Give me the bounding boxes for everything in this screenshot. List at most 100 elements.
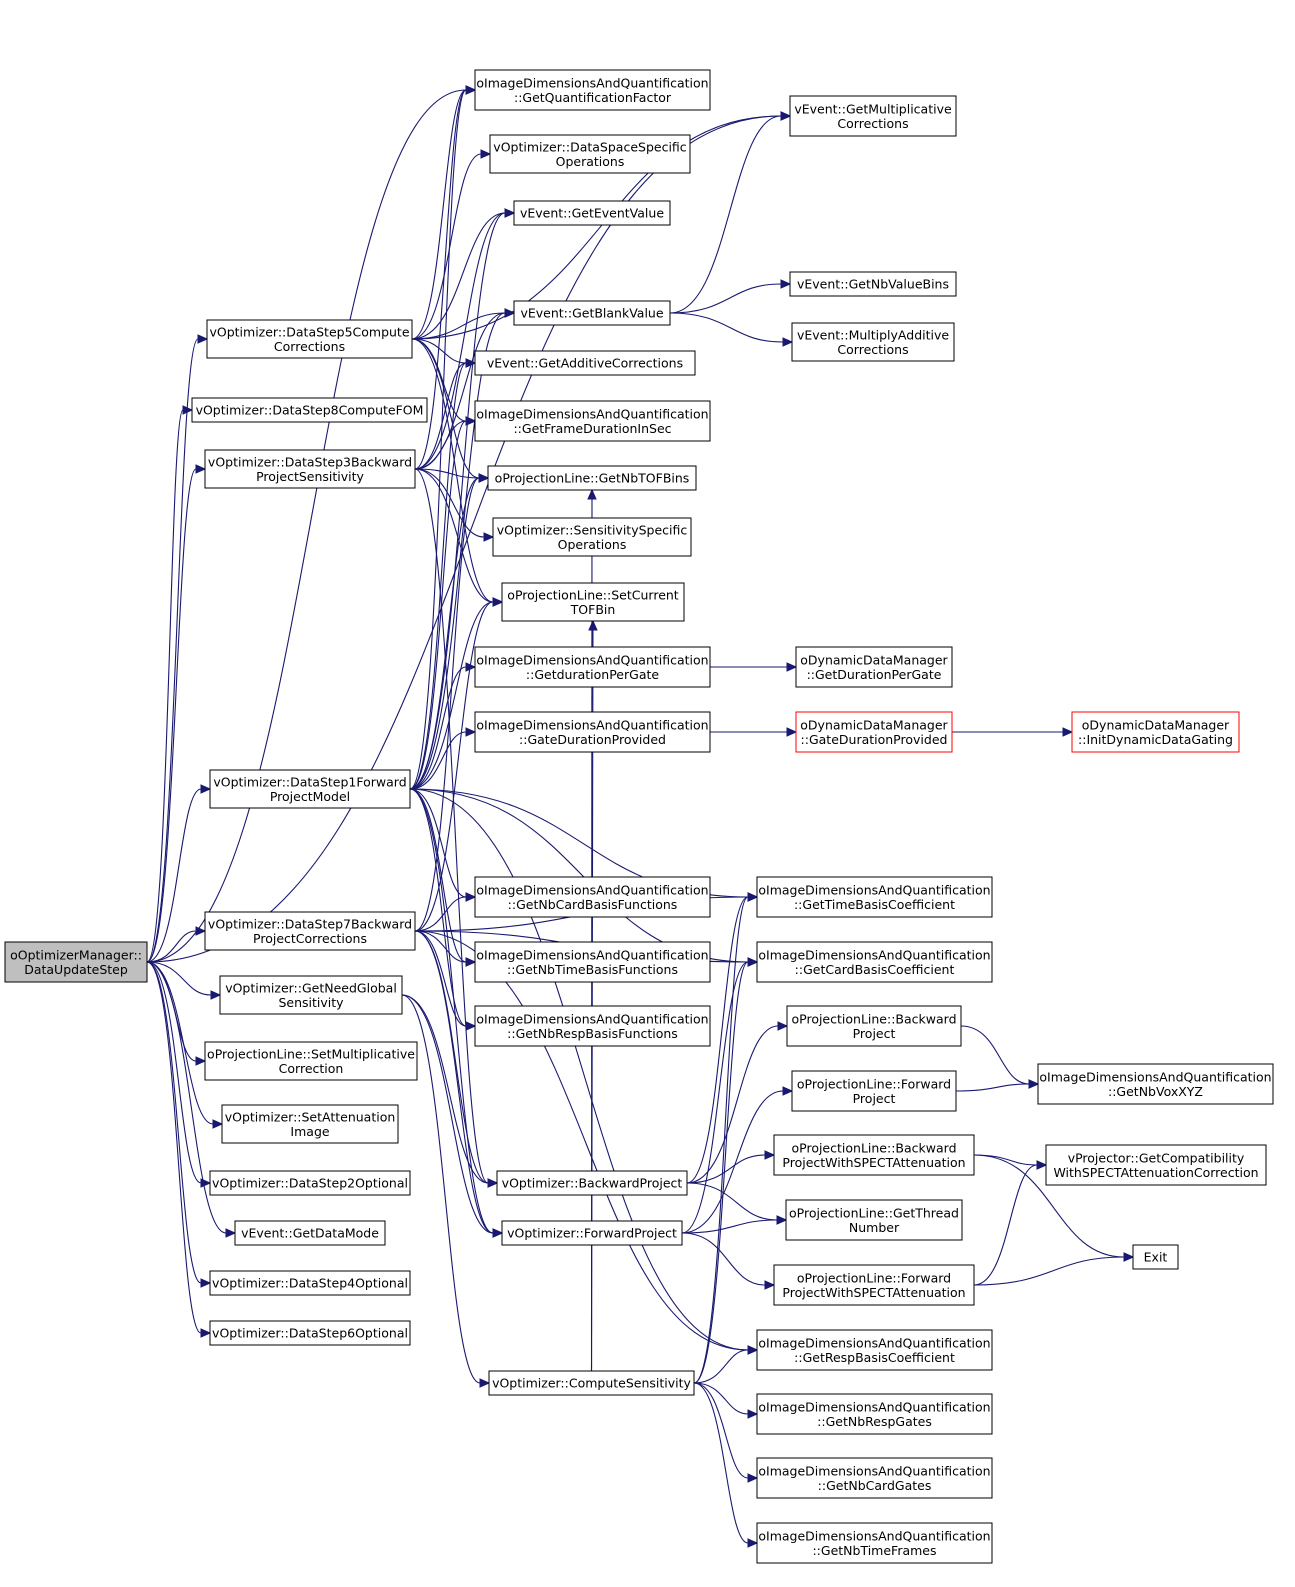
- node-label-line: ::GateDurationProvided: [801, 732, 948, 747]
- edge-fp-to-gtn: [681, 1215, 788, 1234]
- node-box: [1037, 1063, 1274, 1105]
- node-gtof[interactable]: oProjectionLine::GetNbTOFBins: [487, 465, 697, 491]
- node-gncb[interactable]: oImageDimensionsAndQuantification::GetNb…: [474, 876, 711, 918]
- node-gntf[interactable]: oImageDimensionsAndQuantification::GetNb…: [756, 1522, 993, 1564]
- node-label-line: vEvent::GetMultiplicative: [794, 101, 952, 116]
- node-ds6[interactable]: vOptimizer::DataStep6Optional: [209, 1320, 411, 1346]
- node-ds4[interactable]: vOptimizer::DataStep4Optional: [209, 1270, 411, 1296]
- node-gdm[interactable]: vEvent::GetDataMode: [234, 1220, 386, 1246]
- arrow-head-icon: [465, 85, 477, 95]
- node-gncg[interactable]: oImageDimensionsAndQuantification::GetNb…: [756, 1457, 993, 1499]
- arrow-head-icon: [747, 892, 759, 902]
- node-box: [474, 876, 711, 918]
- node-label-line: ProjectWithSPECTAttenuation: [782, 1285, 965, 1300]
- node-label-line: vOptimizer::DataStep5Compute: [209, 324, 409, 339]
- node-label-line: Corrections: [837, 116, 908, 131]
- edge-root-to-ds5: [146, 334, 209, 963]
- arrow-head-icon: [465, 727, 477, 737]
- node-gnrg[interactable]: oImageDimensionsAndQuantification::GetNb…: [756, 1393, 993, 1435]
- edge-gbv-to-gnvb: [669, 279, 792, 314]
- node-gnvb[interactable]: vEvent::GetNbValueBins: [789, 271, 957, 297]
- edge-ds1-to-gev: [409, 208, 516, 790]
- node-gdp[interactable]: oImageDimensionsAndQuantification::GateD…: [474, 711, 711, 753]
- node-gqf[interactable]: oImageDimensionsAndQuantification::GetQu…: [474, 69, 711, 111]
- node-gtbc[interactable]: oImageDimensionsAndQuantification::GetTi…: [756, 876, 993, 918]
- edge-ds3-to-bp: [414, 468, 499, 1188]
- node-gbv[interactable]: vEvent::GetBlankValue: [513, 300, 671, 326]
- node-ddm_gdpg[interactable]: oDynamicDataManager::GetDurationPerGate: [795, 646, 953, 688]
- edge-root-to-smc: [146, 961, 207, 1066]
- node-plbps[interactable]: oProjectionLine::BackwardProjectWithSPEC…: [773, 1134, 975, 1176]
- node-label-line: vProjector::GetCompatibility: [1068, 1150, 1245, 1165]
- arrow-head-icon: [780, 279, 792, 289]
- node-box: [785, 1199, 963, 1241]
- edges-layer: [146, 85, 1135, 1548]
- node-gev[interactable]: vEvent::GetEventValue: [513, 200, 671, 226]
- node-gfd[interactable]: oImageDimensionsAndQuantification::GetFr…: [474, 400, 711, 442]
- edge-root-to-ds2: [146, 961, 212, 1188]
- node-gnvx[interactable]: oImageDimensionsAndQuantification::GetNb…: [1037, 1063, 1274, 1105]
- node-ds7[interactable]: vOptimizer::DataStep7BackwardProjectCorr…: [204, 911, 416, 951]
- node-label-line: ::GateDurationProvided: [519, 732, 666, 747]
- node-label-line: oProjectionLine::SetMultiplicative: [207, 1046, 415, 1061]
- node-bp[interactable]: vOptimizer::BackwardProject: [496, 1170, 688, 1196]
- node-label-line: oProjectionLine::Forward: [797, 1076, 951, 1091]
- node-gnrb[interactable]: oImageDimensionsAndQuantification::GetNb…: [474, 1005, 711, 1047]
- node-ds2[interactable]: vOptimizer::DataStep2Optional: [209, 1170, 411, 1196]
- arrow-head-icon: [479, 1378, 491, 1388]
- node-sso[interactable]: vOptimizer::SensitivitySpecificOperation…: [492, 517, 692, 557]
- edge-root-to-sai: [146, 961, 224, 1129]
- node-plfp[interactable]: oProjectionLine::ForwardProject: [791, 1070, 957, 1112]
- node-fp[interactable]: vOptimizer::ForwardProject: [501, 1220, 683, 1246]
- node-label-line: TOFBin: [570, 602, 616, 617]
- node-box: [204, 449, 416, 489]
- arrow-head-icon: [747, 957, 759, 967]
- node-label-line: ::GetNbVoxXYZ: [1108, 1084, 1203, 1099]
- node-ddm_gdp[interactable]: oDynamicDataManager::GateDurationProvide…: [795, 711, 953, 753]
- node-box: [756, 1329, 993, 1371]
- edge-gng-to-fp: [401, 994, 504, 1238]
- node-box: [501, 582, 685, 622]
- node-gcbc[interactable]: oImageDimensionsAndQuantification::GetCa…: [756, 941, 993, 983]
- node-box: [206, 319, 413, 359]
- edge-ddm_gdp-to-ddm_init: [952, 727, 1074, 737]
- node-box: [773, 1134, 975, 1176]
- arrow-head-icon: [764, 1150, 776, 1160]
- node-ds3[interactable]: vOptimizer::DataStep3BackwardProjectSens…: [204, 449, 416, 489]
- arrow-head-icon: [487, 1178, 499, 1188]
- edge-fp-to-plfps: [681, 1232, 776, 1290]
- node-label-line: vOptimizer::SensitivitySpecific: [497, 522, 688, 537]
- node-plbp[interactable]: oProjectionLine::BackwardProject: [786, 1005, 962, 1047]
- node-ddm_init[interactable]: oDynamicDataManager::InitDynamicDataGati…: [1071, 711, 1240, 753]
- node-box: [1045, 1144, 1267, 1186]
- node-box: [513, 300, 671, 326]
- edge-gdp-to-ddm_gdp: [710, 727, 798, 737]
- node-ds8[interactable]: vOptimizer::DataStep8ComputeFOM: [191, 397, 428, 423]
- node-box: [756, 876, 993, 918]
- arrow-head-icon: [465, 892, 477, 902]
- arrow-head-icon: [786, 662, 798, 672]
- node-plfps[interactable]: oProjectionLine::ForwardProjectWithSPECT…: [773, 1264, 975, 1306]
- node-label-line: oImageDimensionsAndQuantification: [476, 882, 708, 897]
- node-gdpg[interactable]: oImageDimensionsAndQuantification::Getdu…: [474, 646, 711, 688]
- node-gntb[interactable]: oImageDimensionsAndQuantification::GetNb…: [474, 941, 711, 983]
- node-gac[interactable]: vEvent::GetAdditiveCorrections: [474, 350, 696, 376]
- edge-cs-to-gncg: [693, 1382, 759, 1483]
- node-label-line: oImageDimensionsAndQuantification: [476, 406, 708, 421]
- node-gcsa[interactable]: vProjector::GetCompatibilityWithSPECTAtt…: [1045, 1144, 1267, 1186]
- node-grbc[interactable]: oImageDimensionsAndQuantification::GetRe…: [756, 1329, 993, 1371]
- node-cs[interactable]: vOptimizer::ComputeSensitivity: [488, 1370, 695, 1396]
- node-exit[interactable]: Exit: [1132, 1244, 1179, 1270]
- edge-ds7-to-grbc: [414, 930, 759, 1355]
- arrow-head-icon: [200, 784, 212, 794]
- node-smc[interactable]: oProjectionLine::SetMultiplicativeCorrec…: [204, 1041, 418, 1081]
